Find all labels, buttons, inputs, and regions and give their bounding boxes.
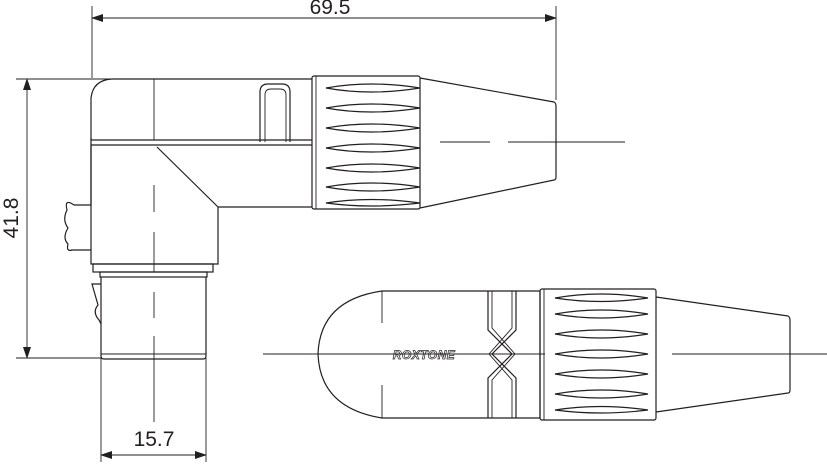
- dimension-width: 15.7: [100, 358, 207, 462]
- right-angle-connector: [64, 75, 625, 422]
- nut-ribs-lower: [554, 293, 649, 414]
- dimension-width-label: 15.7: [134, 428, 175, 451]
- brand-logo: ROXTONE: [393, 348, 456, 362]
- dimension-length-label: 69.5: [310, 0, 351, 19]
- top-view-connector: ROXTONE: [263, 288, 827, 421]
- nut-ribs: [325, 83, 421, 207]
- dimension-height-label: 41.8: [0, 198, 23, 239]
- dimension-length: 69.5: [91, 0, 557, 100]
